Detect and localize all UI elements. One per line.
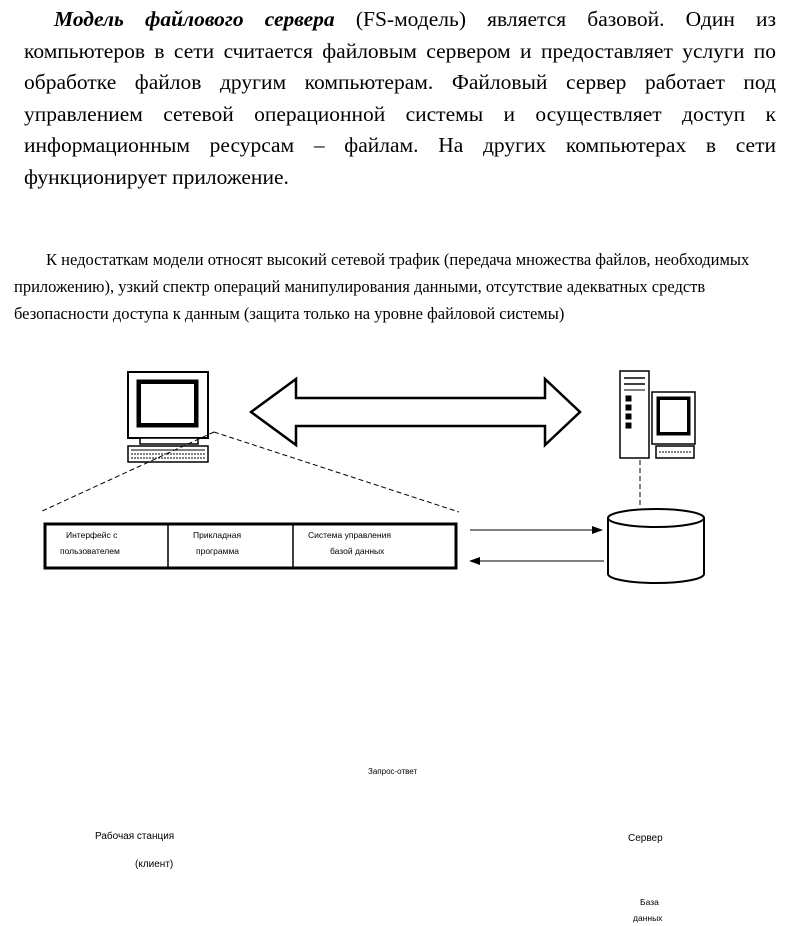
request-response-arrow (248, 376, 582, 448)
client-modules-box (43, 522, 458, 570)
database-label-2: данных (633, 913, 663, 923)
module-application-line2: программа (196, 546, 240, 556)
paragraph-disadvantages: К недостаткам модели относят высокий сет… (14, 250, 750, 323)
module-dbms-line1: Система управления (308, 530, 391, 540)
module-application-line1: Прикладная (193, 530, 242, 540)
module-user-interface-line1: Интерфейс с (66, 530, 118, 540)
database-label-1: База (640, 897, 659, 907)
workstation-client-label: (клиент) (135, 859, 174, 870)
diagram-drawing (39, 370, 705, 584)
module-dbms: Система управления базой данных (308, 527, 391, 567)
fs-model-term: Модель файлового сервера (54, 7, 335, 31)
arrow-label: Запрос-ответ (368, 767, 418, 776)
module-dbms-line2: базой данных (330, 546, 385, 556)
workstation-label: Рабочая станция (95, 831, 175, 842)
module-user-interface-line2: пользователем (60, 546, 120, 556)
paragraph-fs-model: Модель файлового сервера (FS-модель) явл… (24, 4, 776, 193)
module-user-interface: Интерфейс с пользователем (60, 527, 120, 567)
fs-model-description: (FS-модель) является базовой. Один из ко… (24, 7, 776, 189)
server-label: Сервер (628, 833, 663, 844)
module-application: Прикладная программа (193, 527, 241, 567)
response-arrow (469, 557, 604, 565)
server-computer-icon (619, 370, 696, 459)
database-cylinder-icon (607, 508, 705, 584)
request-arrow (470, 526, 603, 534)
fs-model-diagram: Запрос-ответ Рабочая станция (клиент) Се… (0, 360, 800, 923)
workstation-computer-icon (127, 371, 209, 463)
